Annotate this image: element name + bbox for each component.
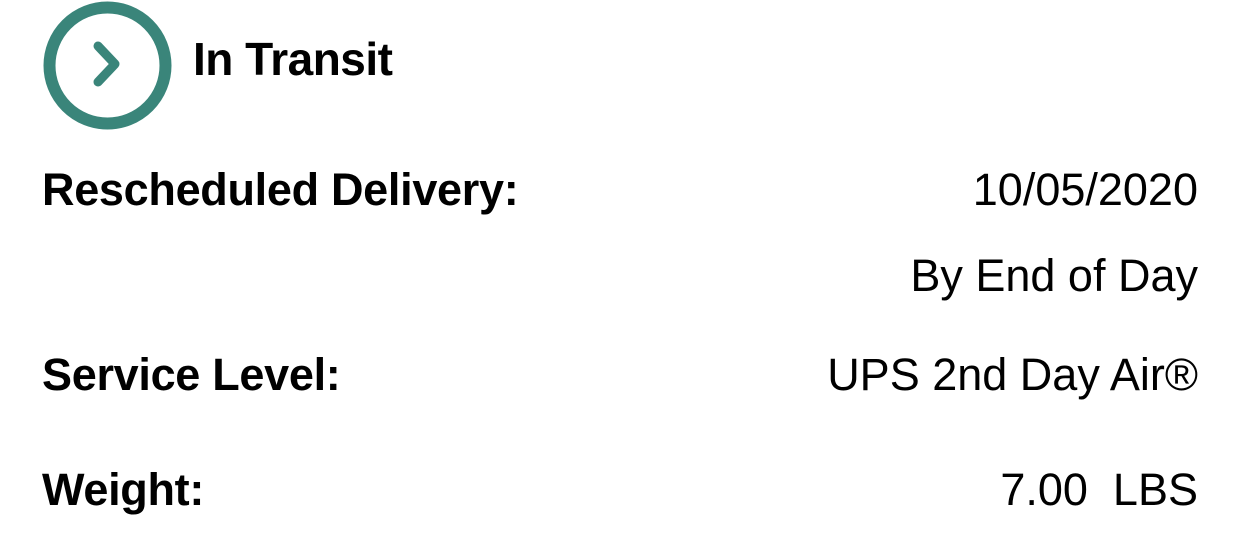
rescheduled-delivery-row: Rescheduled Delivery: 10/05/2020 <box>42 167 1198 212</box>
weight-row: Weight: 7.00 LBS <box>42 467 1198 512</box>
shipment-status: In Transit <box>42 0 393 131</box>
weight-value: 7.00 LBS <box>1000 464 1198 515</box>
service-level-row: Service Level: UPS 2nd Day Air® <box>42 352 1198 397</box>
status-title: In Transit <box>193 32 393 85</box>
service-level-label: Service Level: <box>42 349 341 400</box>
rescheduled-delivery-label: Rescheduled Delivery: <box>42 164 519 215</box>
rescheduled-delivery-time: By End of Day <box>910 250 1198 301</box>
rescheduled-delivery-date: 10/05/2020 <box>972 164 1198 215</box>
weight-label: Weight: <box>42 464 205 515</box>
service-level-value: UPS 2nd Day Air® <box>827 349 1198 400</box>
chevron-right-circle-icon[interactable] <box>42 0 173 131</box>
